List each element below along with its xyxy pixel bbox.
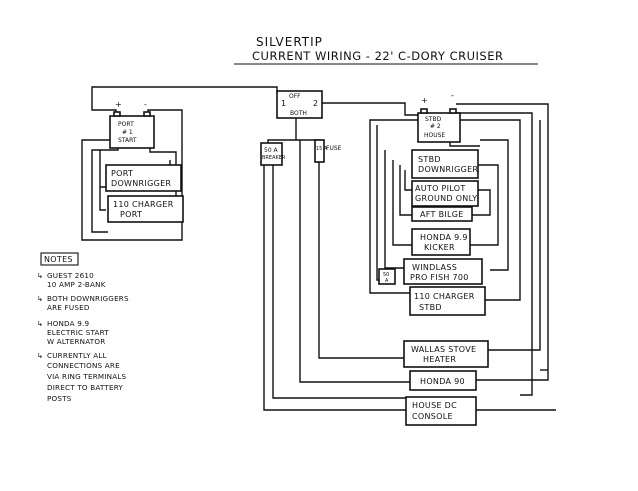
port-battery-line1: PORT (118, 121, 134, 128)
port-battery-line2: # 1 (122, 129, 133, 136)
honda-kicker-line2: KICKER (424, 243, 455, 252)
autopilot-box (411, 180, 479, 207)
stbd-battery: + - STBD # 2 HOUSE (417, 91, 461, 143)
port-downrigger-box (105, 164, 182, 192)
title-line-2: CURRENT WIRING - 22' C-DORY CRUISER (252, 49, 503, 63)
note-4-line-2: CONNECTIONS ARE (47, 361, 120, 370)
stbd-battery-line3: HOUSE (424, 132, 445, 139)
wallas-heater-box (403, 340, 489, 368)
autopilot-line2: GROUND ONLY (415, 194, 477, 203)
stbd-battery-minus-label: - (451, 91, 454, 100)
fuse-amp-label: 15 A (316, 146, 328, 152)
fuse-box (314, 139, 325, 163)
stbd-battery-pos-terminal (420, 108, 428, 114)
port-downrigger-line1: PORT (111, 169, 133, 178)
wallas-heater-line1: WALLAS STOVE (411, 345, 476, 354)
stbd-charger-line2: STBD (419, 303, 442, 312)
note-2-line-2: ARE FUSED (47, 303, 90, 312)
stbd-charger-box (409, 286, 486, 316)
notes-heading-box (40, 252, 79, 266)
port-charger-box (107, 195, 184, 223)
switch-both-label: BOTH (290, 110, 307, 117)
wallas-heater-line2: HEATER (423, 355, 456, 364)
bottom-loads: WALLAS STOVE HEATER HONDA 90 HOUSE DC CO… (403, 340, 489, 426)
house-dc-console-box (405, 396, 477, 426)
note-3-line-3: W ALTERNATOR (47, 337, 105, 346)
note-arrow: ↳ (37, 294, 43, 303)
switch-pos2-label: 2 (313, 99, 318, 108)
note-arrow: ↳ (37, 271, 43, 280)
fuse-label: FUSE (326, 145, 342, 152)
stbd-battery-line2: # 2 (430, 123, 441, 130)
note-3-line-1: HONDA 9.9 (47, 319, 90, 328)
honda-90-line1: HONDA 90 (420, 377, 465, 386)
fuse-15a: 15 A FUSE (314, 139, 342, 163)
title-line-1: SILVERTIP (256, 35, 323, 49)
notes-heading: NOTES (44, 255, 73, 264)
note-1-line-1: GUEST 2610 (47, 271, 94, 280)
honda-kicker-box (411, 228, 471, 256)
stbd-loads: STBD DOWNRIGGER AUTO PILOT GROUND ONLY A… (378, 149, 486, 316)
windlass-line2: PRO FISH 700 (410, 273, 469, 282)
note-4-line-1: CURRENTLY ALL (47, 351, 107, 360)
port-battery-line3: START (118, 137, 137, 144)
note-arrow: ↳ (37, 319, 43, 328)
windlass-breaker-line1: 50 (383, 272, 389, 278)
autopilot-line1: AUTO PILOT (415, 184, 466, 193)
breaker-50a: 50 A BREAKER (260, 142, 286, 166)
breaker-50a-box (260, 142, 283, 166)
stbd-downrigger-line1: STBD (418, 155, 441, 164)
port-charger-line1: 110 CHARGER (113, 200, 174, 209)
switch-pos1-label: 1 (281, 99, 286, 108)
port-charger-line2: PORT (120, 210, 142, 219)
port-battery-plus-label: + (115, 100, 122, 109)
note-4-line-5: POSTS (47, 394, 72, 403)
port-battery-box (109, 115, 155, 149)
switch-off-label: OFF (289, 93, 301, 100)
stbd-battery-plus-label: + (421, 96, 428, 105)
note-2-line-1: BOTH DOWNRIGGERS (47, 294, 129, 303)
port-battery-minus-label: - (144, 100, 147, 109)
note-arrow: ↳ (37, 351, 43, 360)
stbd-charger-line1: 110 CHARGER (414, 292, 475, 301)
windlass-breaker-box (378, 268, 396, 285)
house-dc-line1: HOUSE DC (412, 401, 457, 410)
stbd-battery-neg-terminal (449, 108, 457, 114)
battery-switch: OFF 1 2 BOTH (276, 90, 323, 119)
stbd-downrigger-box (411, 149, 479, 179)
port-downrigger-line2: DOWNRIGGER (111, 179, 171, 188)
house-dc-line2: CONSOLE (412, 412, 453, 421)
port-battery-neg-terminal (143, 111, 151, 117)
note-4-line-3: VIA RING TERMINALS (47, 372, 127, 381)
windlass-line1: WINDLASS (412, 263, 457, 272)
notes: NOTES ↳ GUEST 2610 10 AMP 2-BANK ↳ BOTH … (37, 252, 129, 403)
note-4-line-4: DIRECT TO BATTERY (47, 383, 123, 392)
port-loads: PORT DOWNRIGGER 110 CHARGER PORT (105, 164, 184, 223)
stbd-battery-box (417, 112, 461, 143)
windlass-box (403, 258, 483, 285)
port-battery-pos-terminal (113, 111, 121, 117)
note-1-line-2: 10 AMP 2-BANK (47, 280, 106, 289)
honda-kicker-line1: HONDA 9.9 (420, 233, 468, 242)
aft-bilge-box (411, 206, 473, 222)
breaker-50a-line1: 50 A (264, 147, 279, 154)
stbd-downrigger-line2: DOWNRIGGER (418, 165, 478, 174)
note-3-line-2: ELECTRIC START (47, 328, 109, 337)
battery-switch-box (276, 90, 323, 119)
windlass-breaker-line2: A (385, 278, 389, 284)
honda-90-box (409, 370, 477, 391)
breaker-50a-line2: BREAKER (262, 155, 286, 161)
port-battery: + - PORT # 1 START (109, 100, 155, 149)
stbd-battery-line1: STBD (425, 116, 442, 123)
aft-bilge-line1: AFT BILGE (420, 210, 464, 219)
